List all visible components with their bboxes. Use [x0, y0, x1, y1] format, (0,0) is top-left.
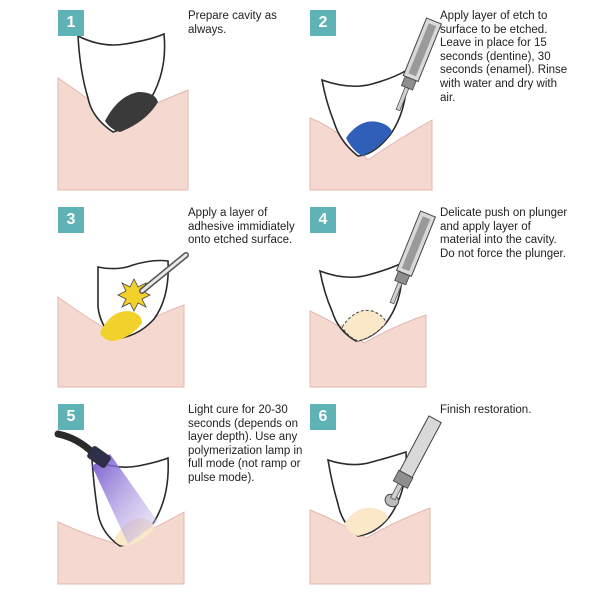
step-2: 2 Apply layer of etch to surface to be e… — [309, 10, 570, 200]
tooth-icon — [309, 210, 437, 388]
step-1: 1 Prepare cavity as always. — [57, 10, 318, 200]
curing-lamp-icon — [54, 430, 158, 544]
tooth-icon — [309, 415, 442, 585]
step-3: 3 Apply a layer of adhesive immidiately … — [57, 207, 318, 397]
step-description: Apply a layer of adhesive immidiately on… — [188, 207, 295, 247]
step-description: Delicate push on plunger and apply layer… — [440, 207, 568, 260]
step-description: Finish restoration. — [440, 404, 532, 416]
step-number-badge: 5 — [58, 404, 84, 430]
step-number-badge: 3 — [58, 207, 84, 233]
step-description: Prepare cavity as always. — [188, 10, 277, 36]
step-5: 5 Light cure for 20-30 seconds (depends … — [54, 404, 318, 594]
step-4: 4 Delicate push on plunger and apply lay… — [309, 207, 570, 397]
tooth-icon — [57, 252, 189, 388]
step-6: 6 Finish restoration. — [309, 404, 570, 594]
step-number-badge: 6 — [310, 404, 336, 430]
tooth-icon — [309, 17, 443, 191]
step-description: Apply layer of etch to surface to be etc… — [440, 10, 568, 104]
finishing-bur-icon — [384, 415, 442, 508]
step-number-badge: 1 — [58, 10, 84, 36]
applicator-brush-icon — [117, 252, 189, 312]
syringe-icon — [389, 210, 437, 305]
step-number-badge: 4 — [310, 207, 336, 233]
syringe-icon — [395, 17, 443, 112]
tooth-icon — [57, 32, 189, 191]
step-description: Light cure for 20-30 seconds (depends on… — [188, 404, 303, 484]
step-number-badge: 2 — [310, 10, 336, 36]
tooth-icon — [54, 430, 185, 585]
